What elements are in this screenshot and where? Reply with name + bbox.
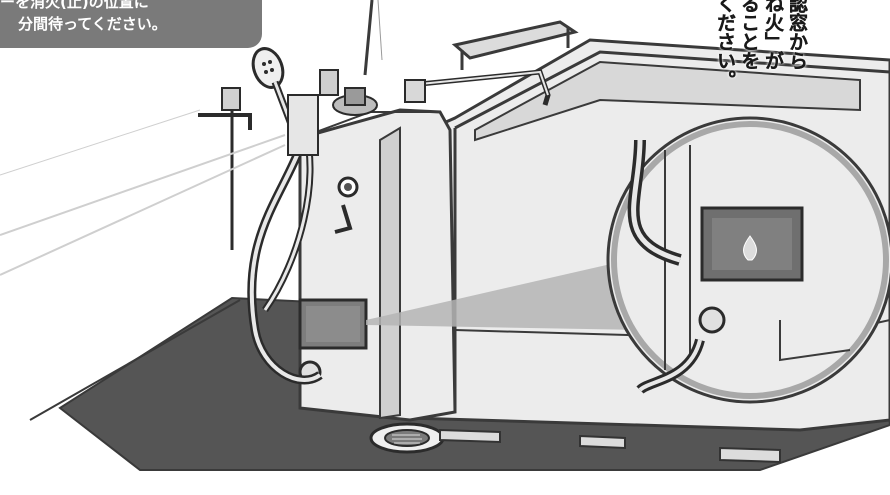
drain-icon bbox=[369, 422, 445, 454]
flame-icon bbox=[743, 235, 757, 261]
wall-valve bbox=[198, 87, 252, 250]
bath-heater-unit bbox=[298, 20, 579, 422]
vertical-instruction: 認窓から ね火」が ることを ください。 bbox=[690, 0, 820, 140]
faucet-icon bbox=[404, 69, 551, 106]
vertical-text-col-3: ることを bbox=[738, 0, 760, 70]
instruction-callout: ーを消火(止)の位置に 分間待ってください。 bbox=[0, 0, 262, 48]
vertical-text-col-4: ください。 bbox=[714, 0, 736, 89]
vertical-text-col-1: 認窓から bbox=[786, 0, 808, 70]
callout-line-1: ーを消火(止)の位置に bbox=[0, 0, 149, 11]
callout-line-2: 分間待ってください。 bbox=[18, 15, 167, 33]
vertical-text-col-2: ね火」が bbox=[762, 0, 784, 70]
magnifier-detail bbox=[606, 116, 890, 404]
